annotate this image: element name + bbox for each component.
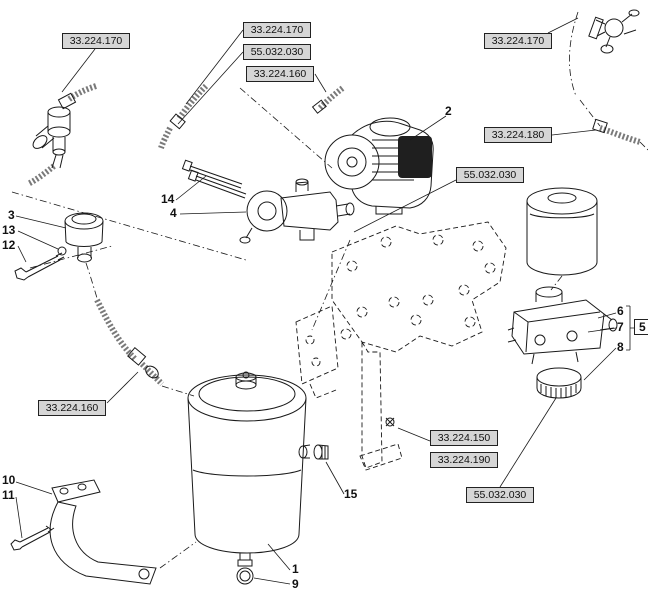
air-tank [187,371,311,554]
callout-13: 13 [2,223,16,237]
callout-5: 5 [634,319,648,335]
mounting-frame [295,221,507,471]
fitting-15 [313,444,329,460]
callout-10: 10 [2,473,16,487]
callout-3: 3 [8,208,15,222]
air-dryer-cartridge [526,187,598,276]
xref-box-center-bottom-1[interactable]: 33.224.150 [430,430,498,446]
callout-4: 4 [170,206,177,220]
callout-9: 9 [292,577,299,591]
callout-7: 7 [617,320,624,334]
mounting-screws [181,159,247,199]
callout-1: 1 [292,562,299,576]
xref-box-bottom-right[interactable]: 55.032.030 [466,487,534,503]
xref-box-right[interactable]: 33.224.180 [484,127,552,143]
xref-box-left-lower[interactable]: 33.224.160 [38,400,106,416]
xref-box-top-center-1[interactable]: 33.224.170 [243,22,311,38]
phantom-lines [11,11,648,569]
leader-lines [15,17,634,585]
callout-15: 15 [344,487,358,501]
frame-bolt [385,417,395,427]
valve-3 [64,212,104,263]
xref-box-top-center-3[interactable]: 33.224.160 [246,66,314,82]
air-processing-unit [507,286,618,365]
compressor [324,117,434,215]
washer-13 [57,246,67,256]
tank-strap [49,479,157,585]
drain-valve [236,553,254,585]
callout-2: 2 [445,104,452,118]
xref-box-center-right[interactable]: 55.032.030 [456,167,524,183]
callout-11: 11 [2,488,15,502]
xref-box-top-right[interactable]: 33.224.170 [484,33,552,49]
callout-14: 14 [161,192,175,206]
hose-fitting-left [127,346,159,379]
bolt-12 [14,252,65,281]
hose-fittings-top-center [169,99,327,130]
filter-cartridge [536,367,582,399]
strap-bolt [10,525,55,551]
hose-valve-top-left [32,92,77,169]
xref-box-center-bottom-2[interactable]: 33.224.190 [430,452,498,468]
valve-top-right [588,9,640,134]
xref-box-top-center-2[interactable]: 55.032.030 [243,44,311,60]
callout-8: 8 [617,340,624,354]
callout-12: 12 [2,238,16,252]
brake-valve [239,178,355,244]
xref-box-top-left[interactable]: 33.224.170 [62,33,130,49]
callout-6: 6 [617,304,624,318]
